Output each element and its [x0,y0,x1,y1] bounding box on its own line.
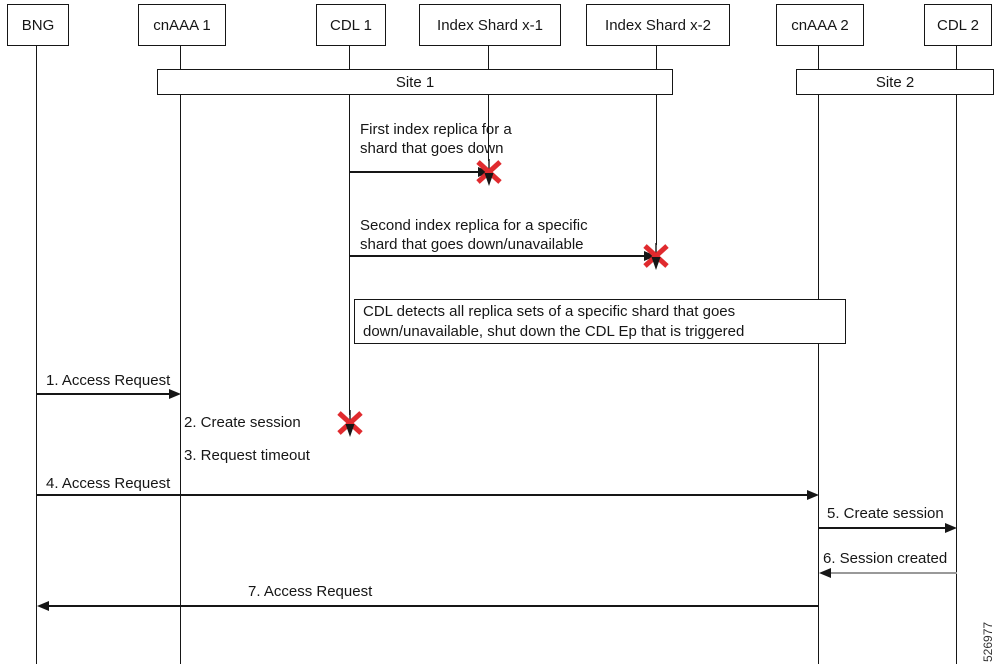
lifeline-cnaaa2 [818,46,819,664]
actor-bng: BNG [7,4,69,46]
actor-cdl1: CDL 1 [316,4,386,46]
site-2-band: Site 2 [796,69,994,95]
actor-label: CDL 2 [937,16,979,34]
actor-label: Index Shard x-1 [437,16,543,34]
actor-cdl2: CDL 2 [924,4,992,46]
annotation-line: shard that goes down [360,140,504,157]
annotation-line: Second index replica for a specific [360,217,588,234]
note-cdl-detects: CDL detects all replica sets of a specif… [354,299,846,344]
annotation-line: shard that goes down/unavailable [360,236,584,253]
message-1-arrow [37,388,181,399]
lifeline-index-shard-x1 [488,46,489,161]
actor-label: cnAAA 2 [791,16,849,34]
actor-cnaaa1: cnAAA 1 [138,4,226,46]
annotation-first-replica: First index replica for a shard that goe… [360,120,512,158]
site-label: Site 2 [875,73,915,91]
message-3-label: 3. Request timeout [184,447,310,464]
message-1-label: 1. Access Request [46,372,171,389]
message-7-arrow [37,600,819,611]
failure-x-icon-index-shard-x1 [476,159,502,186]
message-6-arrow [819,567,957,578]
actor-index-shard-x2: Index Shard x-2 [586,4,730,46]
figure-number: 526977 [981,621,995,662]
lifeline-cdl1 [349,46,350,415]
note-line: CDL detects all replica sets of a specif… [363,303,736,320]
arrow-first-replica-down [350,166,490,177]
message-6-label: 6. Session created [823,550,948,567]
note-line: down/unavailable, shut down the CDL Ep t… [363,323,745,340]
annotation-line: First index replica for a [360,121,512,138]
site-1-band: Site 1 [157,69,673,95]
message-4-label: 4. Access Request [46,475,171,492]
actor-label: CDL 1 [330,16,372,34]
arrow-second-replica-down [350,250,656,261]
lifeline-cnaaa1 [180,46,181,664]
message-2-label: 2. Create session [184,414,301,431]
message-4-arrow [37,489,819,500]
failure-x-icon-index-shard-x2 [643,243,669,270]
lifeline-cdl2 [956,46,957,664]
lifeline-bng [36,46,37,664]
site-label: Site 1 [395,73,435,91]
actor-index-shard-x1: Index Shard x-1 [419,4,561,46]
failure-x-icon-create-session [337,410,363,437]
actor-label: BNG [21,16,55,34]
message-5-label: 5. Create session [827,505,944,522]
actor-label: cnAAA 1 [153,16,211,34]
actor-label: Index Shard x-2 [605,16,711,34]
message-5-arrow [819,522,957,533]
annotation-second-replica: Second index replica for a specific shar… [360,216,588,254]
message-7-label: 7. Access Request [248,583,373,600]
lifeline-index-shard-x2 [656,46,657,245]
actor-cnaaa2: cnAAA 2 [776,4,864,46]
